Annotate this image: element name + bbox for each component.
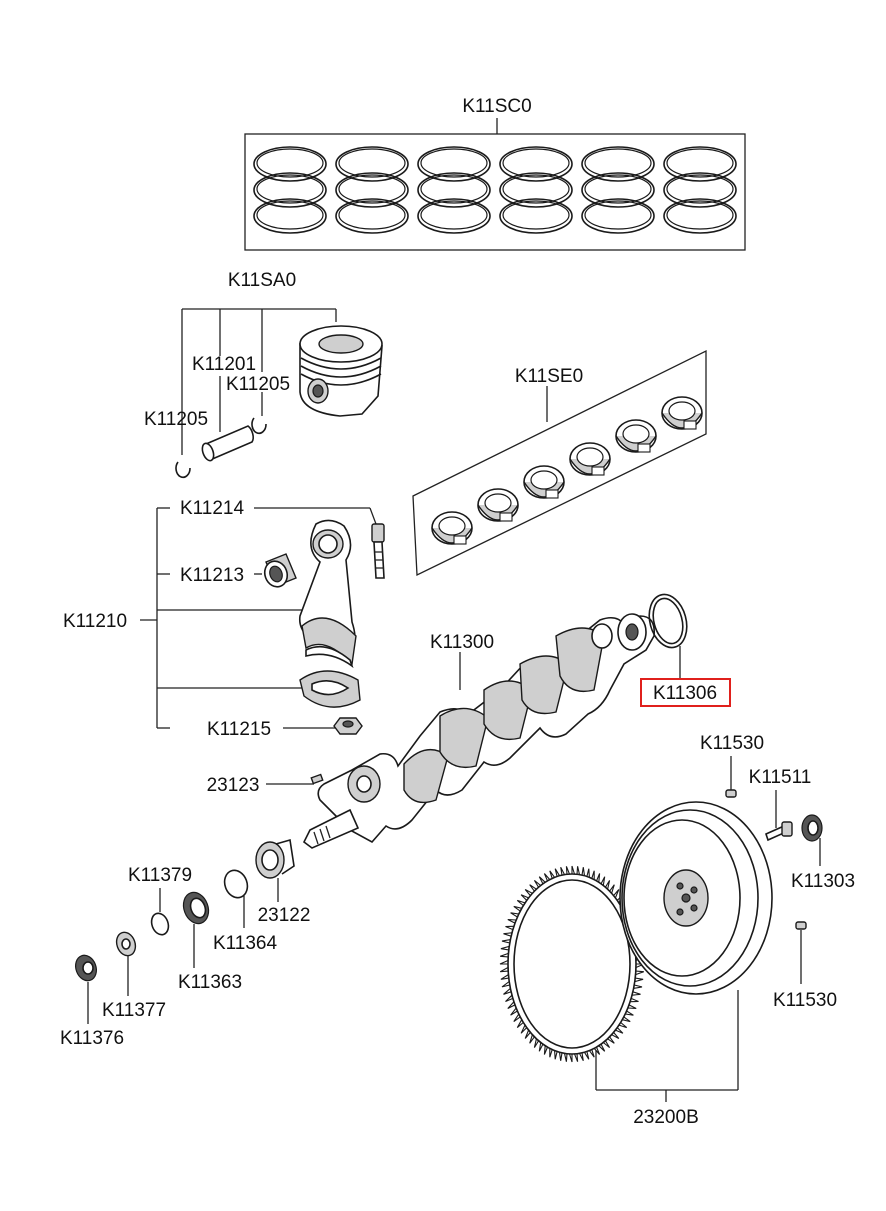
- piston-assembly: [175, 308, 383, 479]
- label-k11511: K11511: [749, 767, 812, 788]
- crankshaft: [302, 613, 656, 849]
- label-k11530-top: K11530: [700, 733, 764, 754]
- connecting-rod-assembly: [140, 507, 385, 735]
- label-k11205-left: K11205: [144, 409, 208, 430]
- label-k11210: K11210: [63, 611, 127, 632]
- piston-ring-stack: [499, 146, 573, 234]
- main-bearing-set: [412, 349, 707, 577]
- woodruff-key: [310, 773, 324, 785]
- flywheel: [619, 801, 773, 995]
- bearing-shell: [431, 511, 473, 545]
- bearing-shell: [569, 442, 611, 476]
- crank-pulley-nut: [75, 954, 97, 1024]
- dowel-pin-top: [725, 789, 737, 798]
- snap-ring-right: [251, 417, 267, 435]
- bearing-shell: [477, 488, 519, 522]
- piston-ring-stack: [253, 146, 327, 234]
- label-k11215: K11215: [207, 719, 271, 740]
- label-k11201: K11201: [192, 354, 256, 375]
- dowel-pin-bottom: [795, 921, 807, 930]
- label-k11205-right: K11205: [226, 374, 290, 395]
- label-k11363: K11363: [178, 972, 242, 993]
- label-k11376: K11376: [60, 1028, 124, 1049]
- crank-gear: [255, 838, 295, 902]
- label-23122: 23122: [258, 905, 311, 926]
- label-23200b: 23200B: [633, 1107, 699, 1128]
- pilot-bearing: [801, 814, 823, 866]
- piston-ring-stack: [417, 146, 491, 234]
- label-k11303: K11303: [791, 871, 855, 892]
- piston: [299, 325, 383, 417]
- label-k11214: K11214: [180, 498, 245, 519]
- label-k11530-bottom: K11530: [773, 990, 837, 1011]
- label-k11379: K11379: [128, 865, 192, 886]
- label-k11377: K11377: [102, 1000, 166, 1021]
- rod-nut: [333, 717, 363, 735]
- label-k11sc0: K11SC0: [462, 96, 531, 117]
- snap-ring-left: [175, 461, 191, 479]
- label-k11se0: K11SE0: [515, 366, 583, 387]
- flywheel-bolt: [765, 790, 793, 842]
- piston-ring-stack: [581, 146, 655, 234]
- front-oil-seal: [182, 891, 210, 968]
- piston-pin: [201, 425, 254, 462]
- label-k11300: K11300: [430, 632, 494, 653]
- o-ring: [150, 912, 170, 936]
- snap-ring: [223, 869, 249, 899]
- bearing-shell: [615, 419, 657, 453]
- flywheel-assembly: [499, 756, 823, 1102]
- label-k11sa0: K11SA0: [228, 270, 296, 291]
- rear-oil-seal-ring: [648, 593, 688, 680]
- bearing-shell: [661, 396, 703, 430]
- connecting-rod: [298, 519, 361, 708]
- bearing-shell: [523, 465, 565, 499]
- label-k11306: K11306: [653, 683, 717, 704]
- label-23123: 23123: [207, 775, 260, 796]
- rod-bolt: [371, 523, 385, 579]
- front-end-parts: [75, 773, 324, 1024]
- small-end-bushing: [263, 553, 297, 588]
- k11306-highlight-box: [640, 678, 731, 707]
- label-k11213: K11213: [180, 565, 244, 586]
- piston-ring-set: [244, 118, 746, 251]
- piston-ring-stack: [663, 146, 737, 234]
- washer: [115, 931, 137, 996]
- label-k11364: K11364: [213, 933, 278, 954]
- piston-ring-stack: [335, 146, 409, 234]
